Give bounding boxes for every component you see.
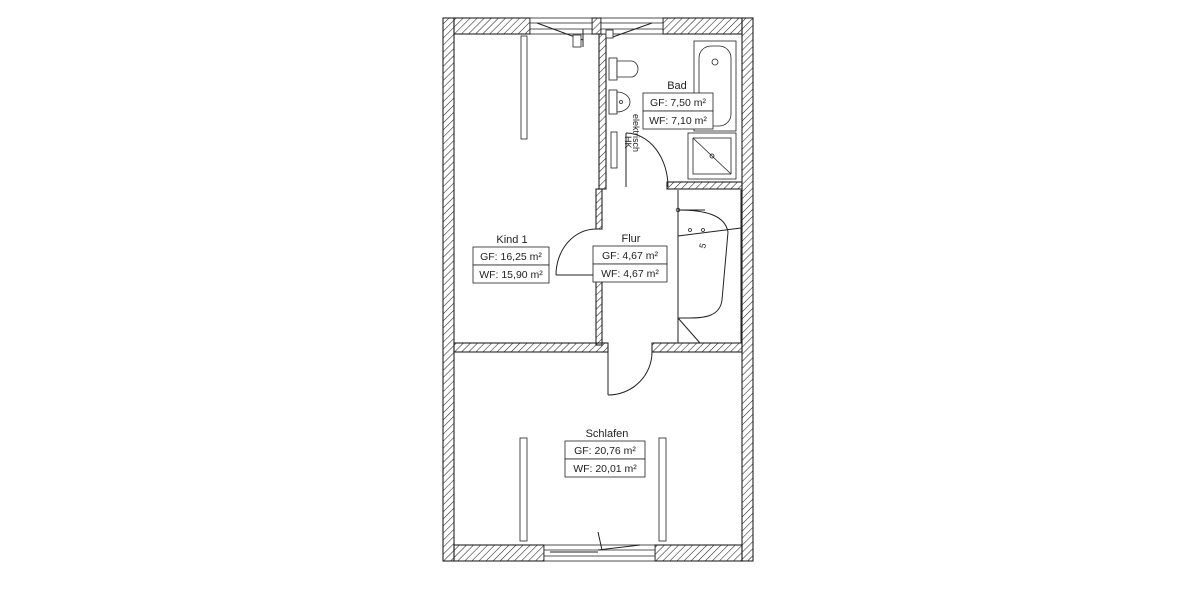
heater-electric: HK elektrisch [610, 114, 641, 169]
room-name-kind1: Kind 1 [496, 234, 527, 246]
window-kind1 [529, 17, 593, 48]
wall-top-left [453, 17, 531, 35]
room-wf-schlafen: WF: 20,01 m² [573, 463, 637, 475]
window-bad [600, 17, 664, 39]
room-gf-bad: GF: 7,50 m² [650, 97, 707, 109]
wall-kind-flur-upper [595, 188, 603, 230]
door-bad [625, 132, 669, 188]
room-name-flur: Flur [622, 233, 641, 245]
wall-right [741, 17, 754, 562]
room-label-schlafen: Schlafen GF: 20,76 m² WF: 20,01 m² [564, 428, 646, 478]
wall-schlafen-left [453, 342, 609, 353]
wall-bath-left [598, 33, 607, 190]
room-wf-kind1: WF: 15,90 m² [479, 269, 543, 281]
interior-walls [453, 33, 743, 353]
wall-left [442, 17, 455, 562]
wall-top-middle [591, 17, 602, 35]
door-kind1 [555, 228, 597, 276]
sink [608, 89, 631, 115]
room-gf-kind1: GF: 16,25 m² [480, 251, 542, 263]
wall-kind-flur-lower [595, 274, 603, 346]
room-gf-flur: GF: 4,67 m² [602, 250, 659, 262]
staircase: 5 [675, 190, 742, 344]
wall-top-right [662, 17, 743, 35]
room-name-bad: Bad [667, 80, 687, 92]
curtain-strips [519, 35, 667, 542]
wall-bath-bottom [666, 181, 743, 190]
shower [687, 132, 737, 180]
wall-schlafen-right [651, 342, 743, 353]
room-wf-bad: WF: 7,10 m² [649, 115, 707, 127]
room-gf-schlafen: GF: 20,76 m² [574, 445, 636, 457]
door-schlafen [607, 351, 653, 396]
room-label-bad: Bad GF: 7,50 m² WF: 7,10 m² [642, 80, 714, 130]
wall-bottom-right [654, 544, 743, 562]
outer-walls [442, 17, 754, 562]
toilet [608, 57, 639, 81]
room-wf-flur: WF: 4,67 m² [601, 268, 659, 280]
room-name-schlafen: Schlafen [586, 428, 629, 440]
room-label-flur: Flur GF: 4,67 m² WF: 4,67 m² [592, 233, 668, 283]
window-schlafen [543, 531, 656, 562]
room-label-kind1: Kind 1 GF: 16,25 m² WF: 15,90 m² [472, 234, 550, 284]
heater-label: HK [623, 136, 633, 149]
wall-bottom-left [453, 544, 545, 562]
heater-note: elektrisch [631, 114, 641, 152]
stair-number: 5 [697, 242, 708, 249]
